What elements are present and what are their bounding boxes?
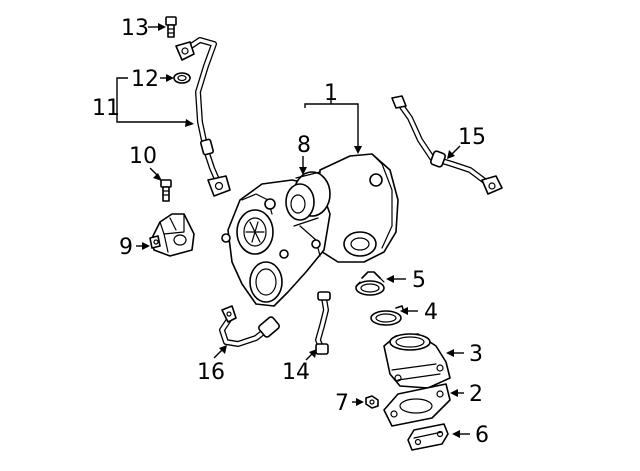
callout-14: 14 (282, 360, 310, 385)
callout-16: 16 (197, 360, 225, 385)
part-4-seal (370, 305, 405, 326)
callout-8: 8 (297, 133, 311, 158)
part-3-outlet-pipe (383, 333, 451, 389)
callout-15: 15 (458, 125, 486, 150)
callout-4: 4 (424, 300, 438, 325)
part-15-oil-return-line (391, 95, 503, 195)
callout-5: 5 (412, 268, 426, 293)
turbocharger-assembly (221, 153, 399, 307)
callout-11: 11 (92, 96, 120, 121)
part-16-coolant-pipe (219, 305, 280, 347)
callout-1: 1 (324, 81, 338, 106)
callout-7: 7 (335, 391, 349, 416)
callout-13: 13 (121, 16, 149, 41)
callout-9: 9 (119, 235, 133, 260)
part-11-oil-feed-line (175, 37, 231, 197)
callout-10: 10 (129, 144, 157, 169)
part-10-stud (160, 179, 172, 202)
part-14-coolant-pipe (315, 291, 331, 355)
part-2-gasket (383, 383, 451, 427)
part-6-bracket (407, 423, 449, 451)
part-13-bolt (165, 16, 177, 38)
callout-3: 3 (469, 342, 483, 367)
part-5-clamp (355, 271, 385, 296)
leader-lines (116, 23, 470, 438)
callout-6: 6 (475, 423, 489, 448)
callout-2: 2 (469, 382, 483, 407)
part-9-actuator (149, 213, 195, 257)
part-7-nut (365, 395, 379, 409)
callout-labels: 1 2 3 4 5 6 7 8 9 10 11 12 13 14 15 16 (92, 16, 489, 448)
part-12-washer (173, 72, 191, 84)
callout-12: 12 (131, 67, 159, 92)
